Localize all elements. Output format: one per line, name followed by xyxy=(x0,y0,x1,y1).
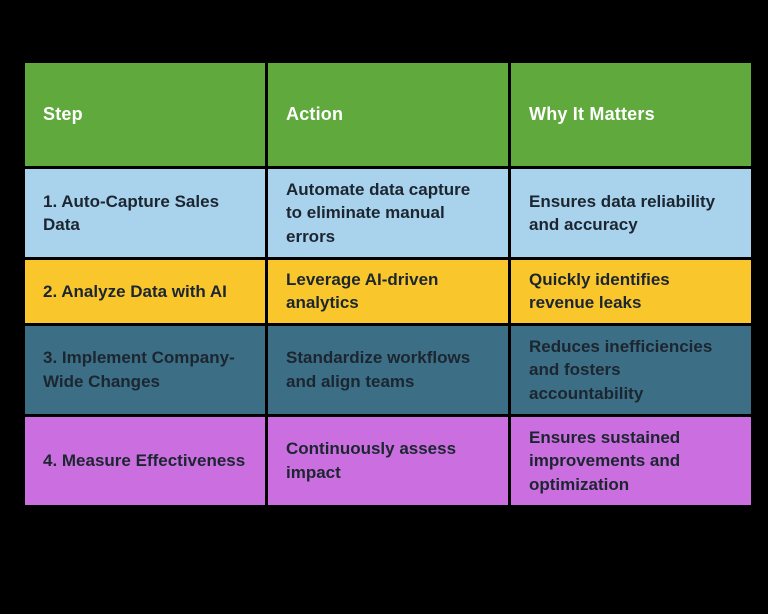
step-cell: 4. Measure Effectiveness xyxy=(22,413,268,508)
why-cell: Ensures sustained improvements and optim… xyxy=(508,413,754,508)
table-row-2: 2. Analyze Data with AI Leverage AI-driv… xyxy=(22,257,754,326)
action-cell: Continuously assess impact xyxy=(265,413,511,508)
action-cell: Leverage AI-driven analytics xyxy=(265,257,511,326)
action-cell: Automate data capture to eliminate manua… xyxy=(265,166,511,260)
why-cell: Quickly identifies revenue leaks xyxy=(508,257,754,326)
table-row-4: 4. Measure Effectiveness Continuously as… xyxy=(22,413,754,508)
table-body: 1. Auto-Capture Sales Data Automate data… xyxy=(22,166,754,508)
process-table: Step Action Why It Matters 1. Auto-Captu… xyxy=(22,60,754,508)
why-cell: Reduces inefficiencies and fosters accou… xyxy=(508,322,754,417)
step-cell: 3. Implement Company-Wide Changes xyxy=(22,322,268,417)
header-cell-step: Step xyxy=(22,60,268,169)
step-cell: 2. Analyze Data with AI xyxy=(22,257,268,326)
action-cell: Standardize workflows and align teams xyxy=(265,322,511,417)
table-row-3: 3. Implement Company-Wide Changes Standa… xyxy=(22,322,754,417)
header-cell-why-it-matters: Why It Matters xyxy=(508,60,754,169)
why-cell: Ensures data reliability and accuracy xyxy=(508,166,754,260)
table-row-1: 1. Auto-Capture Sales Data Automate data… xyxy=(22,166,754,260)
header-row: Step Action Why It Matters xyxy=(22,60,754,169)
step-cell: 1. Auto-Capture Sales Data xyxy=(22,166,268,260)
header-cell-action: Action xyxy=(265,60,511,169)
